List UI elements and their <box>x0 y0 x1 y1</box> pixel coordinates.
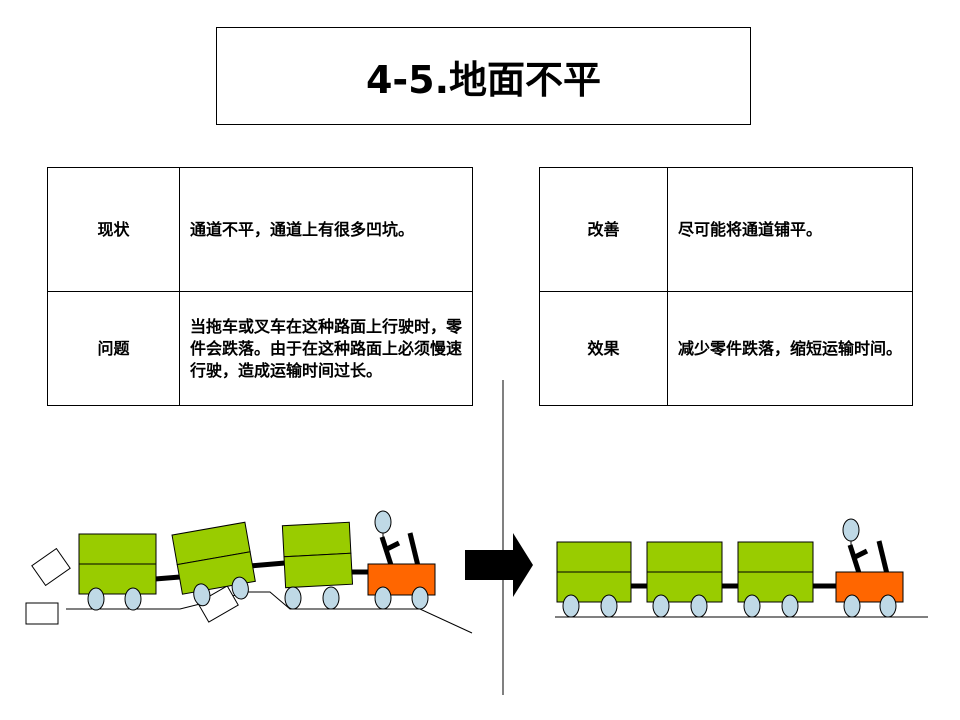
driver-arm <box>385 540 401 552</box>
wheel <box>781 594 799 618</box>
fallen-part <box>31 547 71 587</box>
title-box: 4-5.地面不平 <box>216 27 751 125</box>
steering-column <box>876 540 890 575</box>
driver-body <box>847 544 862 574</box>
content-effect: 减少零件跌落，缩短运输时间。 <box>667 291 913 406</box>
wheel <box>562 594 580 618</box>
label-improvement: 改善 <box>539 167 668 292</box>
after-scene <box>555 518 928 618</box>
cargo-wagon <box>556 541 632 618</box>
table-row: 问题 当拖车或叉车在这种路面上行驶时，零件会跌落。由于在这种路面上必须慢速行驶，… <box>47 291 473 406</box>
wheel <box>690 594 708 618</box>
current-state-table: 现状 通道不平，通道上有很多凹坑。 问题 当拖车或叉车在这种路面上行驶时，零件会… <box>47 167 473 406</box>
driver-head <box>374 510 392 534</box>
before-scene <box>25 510 473 634</box>
steering-column <box>407 532 421 567</box>
cargo-wagon <box>281 521 354 589</box>
coupler <box>154 574 181 582</box>
driver-arm <box>853 548 869 560</box>
fallen-part <box>197 585 239 623</box>
wheel <box>374 586 392 610</box>
wheel <box>231 576 249 600</box>
tractor <box>367 510 436 610</box>
cargo-wagon-tilted <box>171 521 256 607</box>
wheel <box>411 586 429 610</box>
wheel <box>284 586 302 610</box>
wheel <box>87 587 105 611</box>
driver-head <box>842 518 860 542</box>
cargo-wagon <box>646 541 723 618</box>
wheel <box>600 594 618 618</box>
wheel <box>879 594 897 618</box>
table-row: 改善 尽可能将通道铺平。 <box>539 167 913 292</box>
cargo-wagon <box>737 541 814 618</box>
improvement-table: 改善 尽可能将通道铺平。 效果 减少零件跌落，缩短运输时间。 <box>539 167 913 406</box>
uneven-road <box>66 591 473 634</box>
cargo-wagon <box>78 533 157 611</box>
fallen-part <box>25 602 59 625</box>
wheel <box>193 583 211 607</box>
wheel <box>652 594 670 618</box>
wheel <box>743 594 761 618</box>
label-problem: 问题 <box>47 291 180 406</box>
coupler <box>249 560 286 569</box>
arrow-right-icon <box>465 533 533 597</box>
wheel <box>124 587 142 611</box>
tractor <box>835 518 904 618</box>
driver-body <box>379 536 394 566</box>
page-title: 4-5.地面不平 <box>365 57 602 102</box>
label-effect: 效果 <box>539 291 668 406</box>
content-problem: 当拖车或叉车在这种路面上行驶时，零件会跌落。由于在这种路面上必须慢速行驶，造成运… <box>179 291 473 406</box>
wheel <box>322 586 340 610</box>
table-row: 效果 减少零件跌落，缩短运输时间。 <box>539 291 913 406</box>
wheel <box>843 594 861 618</box>
content-improvement: 尽可能将通道铺平。 <box>667 167 913 292</box>
